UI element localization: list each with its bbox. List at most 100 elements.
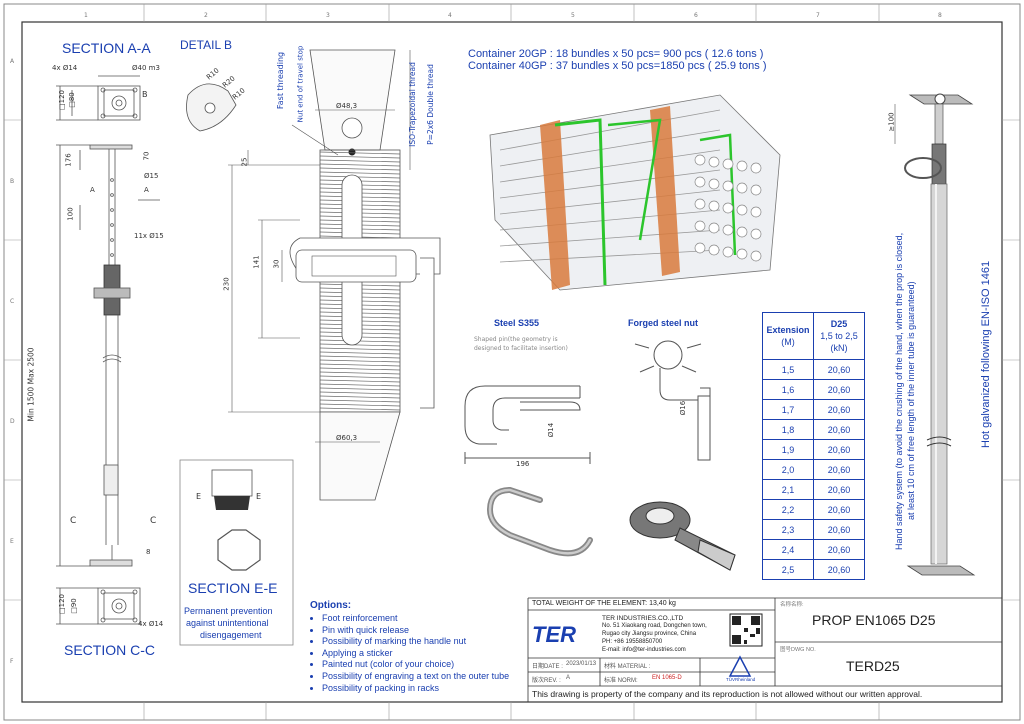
company-logo: TER (532, 622, 576, 647)
permanent-line-3: disengagement (200, 630, 262, 640)
label-c-left: C (70, 516, 77, 526)
date-label: 日期DATE : (532, 664, 563, 670)
grid-col-4: 4 (448, 12, 452, 19)
dim-100: 100 (66, 207, 75, 221)
grid-row-e: E (10, 538, 14, 545)
list-item: Possibility of packing in racks (322, 683, 509, 695)
dim-d15: Ø15 (144, 172, 159, 180)
ext-cell: 1,6 (762, 379, 814, 400)
label-insertion: designed to facilitate insertion) (474, 345, 568, 352)
dim-176: 176 (64, 153, 73, 167)
hand-safety-line-2: at least 10 cm of free length of the inn… (906, 281, 916, 520)
section-aa-plate (56, 75, 141, 121)
dim-8: 8 (146, 548, 151, 556)
prop-3d (894, 93, 976, 576)
rev-value: A (566, 675, 571, 681)
prop-elevation (56, 144, 160, 567)
kn-cell: 20,60 (813, 459, 865, 480)
ext-cell: 1,9 (762, 439, 814, 460)
qr-code (729, 613, 763, 647)
dim-d60: Ø60,3 (336, 434, 358, 442)
inner-frame (21, 21, 1003, 703)
container-20gp: Container 20GP : 18 bundles x 50 pcs= 90… (468, 48, 764, 60)
dim-d48: Ø48,3 (336, 102, 358, 110)
company-phone: PH: +86 19558850700 (602, 639, 663, 645)
dim-30: 30 (272, 259, 281, 269)
kn-cell: 20,60 (813, 559, 865, 580)
drawing-number: TERD25 (846, 658, 900, 674)
material-label: 材料 MATERIAL : (604, 664, 651, 670)
company-address-2: Rugao city Jiangsu province, China (602, 631, 697, 637)
grid-row-c: C (10, 298, 15, 305)
dim-d16: Ø16 (679, 400, 688, 416)
list-item: Possibility of engraving a text on the o… (322, 671, 509, 683)
kn-cell: 20,60 (813, 499, 865, 520)
list-item: Painted nut (color of your choice) (322, 659, 509, 671)
detail-b (186, 83, 237, 132)
rev-label: 版次REV. : (532, 678, 561, 684)
kn-cell: 20,60 (813, 539, 865, 560)
dwg-label: 图号DWG NO. (780, 647, 816, 653)
ext-cell: 1,8 (762, 419, 814, 440)
tuv-logo (728, 655, 752, 677)
ext-cell: 2,2 (762, 499, 814, 520)
list-item: Possibility of marking the handle nut (322, 636, 509, 648)
tuv-label: TÜVRheinland (726, 677, 756, 682)
grid-col-6: 6 (694, 12, 698, 19)
list-item: Foot reinforcement (322, 613, 509, 625)
dim-70: 70 (142, 151, 151, 161)
label-a-left: A (90, 186, 95, 194)
pin-render (486, 486, 593, 557)
outer-frame (3, 3, 1021, 721)
options-title: Options: (310, 600, 352, 611)
hot-galvanized: Hot galvanized following EN-ISO 1461 (980, 260, 992, 448)
dim-141: 141 (252, 255, 261, 269)
label-nut-end-stop: Nut end of travel stop (296, 45, 305, 123)
header-extension: Extension(M) (762, 312, 814, 360)
section-ee-title: SECTION E-E (188, 580, 278, 596)
section-ee-box (179, 459, 294, 646)
company-email: E-mail: info@ter-industries.com (602, 647, 686, 653)
container-40gp: Container 40GP : 37 bundles x 50 pcs=185… (468, 60, 767, 72)
label-c-right: C (150, 516, 157, 526)
product-name: PROP EN1065 D25 (812, 612, 936, 628)
label-iso-thread: ISO-Trapezoidal thread (407, 62, 417, 147)
kn-cell: 20,60 (813, 399, 865, 420)
dim-d40: Ø40 m3 (132, 64, 160, 72)
label-b: B (142, 90, 148, 99)
grid-col-2: 2 (204, 12, 208, 19)
pin-drawing (464, 385, 591, 464)
label-e-right: E (256, 492, 262, 501)
label-shaped-pin: Shaped pin(the geometry is (474, 336, 558, 343)
dim-4x14-bottom: 4x Ø14 (138, 620, 164, 628)
grid-row-f: F (10, 658, 14, 665)
dim-120-bottom: □120 (57, 594, 66, 614)
name-label: 名称名称: (780, 602, 804, 608)
dim-90: □90 (69, 598, 78, 614)
kn-cell: 20,60 (813, 439, 865, 460)
dim-120-top: □120 (57, 90, 66, 110)
nut-render (629, 501, 736, 571)
total-weight: TOTAL WEIGHT OF THE ELEMENT: 13,40 kg (532, 600, 676, 607)
grid-ticks (4, 4, 1020, 720)
dim-4x14-top: 4x Ø14 (52, 64, 78, 72)
kn-cell: 20,60 (813, 519, 865, 540)
company-address-1: No. 51 Xiaokang road, Dongchen town, (602, 623, 707, 629)
label-a-right: A (144, 186, 149, 194)
grid-row-b: B (10, 178, 15, 185)
dim-230: 230 (222, 277, 231, 291)
title-block-lines (527, 597, 1002, 702)
grid-col-7: 7 (816, 12, 820, 19)
section-aa-title: SECTION A-A (62, 40, 151, 56)
